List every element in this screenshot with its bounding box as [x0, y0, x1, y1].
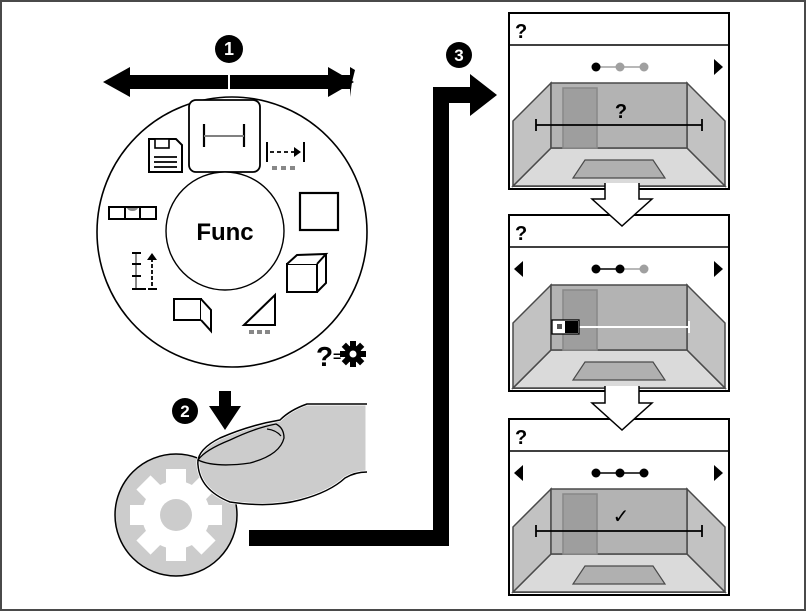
wall-area-measurement-icon[interactable]: [173, 298, 212, 334]
room-illustration: ?: [511, 81, 727, 188]
help-settings-legend: ? =: [316, 341, 366, 372]
help-question-mark: ?: [316, 341, 333, 372]
progress-indicator: [591, 468, 649, 478]
settings-gear-icon: [340, 341, 366, 367]
progress-dot: [591, 62, 601, 72]
progress-dot: [615, 62, 625, 72]
volume-measurement-icon[interactable]: [286, 252, 329, 293]
spirit-level-icon[interactable]: [108, 206, 157, 220]
next-arrow-icon[interactable]: [714, 465, 723, 481]
guide-screen-3: ?✓: [508, 418, 730, 596]
rug-illustration: [571, 565, 667, 585]
step-2-number: 2: [180, 402, 189, 421]
room-illustration: ✓: [511, 487, 727, 594]
prev-arrow-icon[interactable]: [514, 261, 523, 277]
settings-button-gear-icon: [130, 469, 222, 561]
step-1-number: 1: [224, 39, 234, 59]
step-1-badge: 1: [215, 35, 243, 63]
laser-device-icon: [551, 319, 580, 335]
step-3-badge: 3: [446, 42, 472, 68]
rug-illustration: [571, 361, 667, 381]
progress-dot: [591, 468, 601, 478]
unknown-value-label: ?: [615, 101, 627, 123]
progress-dot: [639, 62, 649, 72]
step-3-number: 3: [454, 46, 463, 65]
progress-dot: [591, 264, 601, 274]
memory-save-icon[interactable]: [148, 138, 183, 173]
guide-screen-1: ??: [508, 12, 730, 190]
progress-indicator: [591, 264, 649, 274]
progress-dot: [615, 468, 625, 478]
progress-dot: [639, 468, 649, 478]
finger-illustration: [196, 402, 369, 507]
prev-arrow-icon[interactable]: [514, 465, 523, 481]
screen-title: ?: [515, 223, 527, 245]
length-measurement-icon[interactable]: [188, 99, 261, 173]
step-2-badge: 2: [172, 398, 198, 424]
screen-title: ?: [515, 427, 527, 449]
help-equals-sign: =: [333, 348, 341, 364]
checkmark-icon: ✓: [613, 504, 630, 528]
door-illustration: [562, 87, 598, 149]
rug-illustration: [571, 159, 667, 179]
progress-indicator: [591, 62, 649, 72]
progress-dot: [615, 264, 625, 274]
press-down-arrow-icon: [209, 391, 241, 430]
progress-dot: [639, 264, 649, 274]
area-measurement-icon[interactable]: [298, 191, 340, 232]
door-illustration: [562, 493, 598, 555]
func-button[interactable]: Func: [165, 171, 285, 291]
screen-title: ?: [515, 21, 527, 43]
flow-connector-arrow: [249, 74, 497, 546]
indirect-measurement-icon[interactable]: [241, 292, 276, 334]
func-label: Func: [196, 219, 253, 246]
next-arrow-icon[interactable]: [714, 261, 723, 277]
screen-transition-arrow-2: [590, 386, 654, 432]
stake-out-icon[interactable]: [132, 252, 157, 290]
next-arrow-icon[interactable]: [714, 59, 723, 75]
continuous-measurement-icon[interactable]: [266, 142, 305, 170]
guide-screen-2: ?: [508, 214, 730, 392]
room-illustration: [511, 283, 727, 390]
screen-transition-arrow-1: [590, 183, 654, 228]
